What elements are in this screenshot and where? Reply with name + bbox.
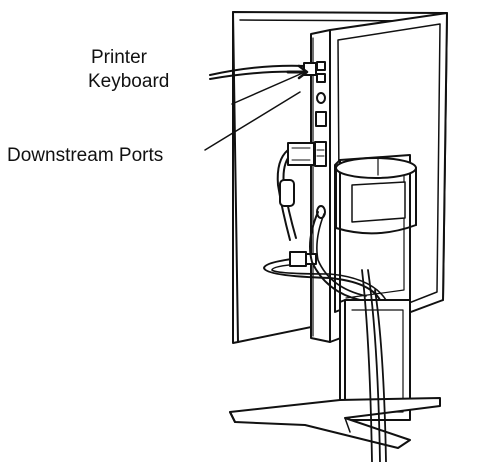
bundled-cables bbox=[361, 269, 387, 462]
usb-port-lower bbox=[316, 73, 326, 83]
cable-cover bbox=[339, 299, 411, 421]
pivot-hinge bbox=[335, 157, 417, 235]
port-dvi bbox=[314, 141, 327, 167]
downstream-ports-label: Downstream Ports bbox=[7, 145, 164, 166]
power-cable bbox=[309, 211, 367, 301]
arrow-icon bbox=[286, 64, 309, 80]
ferrite-core bbox=[279, 179, 295, 207]
keyboard-leader-line bbox=[231, 71, 306, 105]
dvi-cable bbox=[276, 142, 315, 241]
stand-base bbox=[229, 397, 441, 449]
lower-plug bbox=[289, 251, 307, 267]
port-round bbox=[316, 92, 326, 104]
port-square bbox=[315, 111, 327, 127]
dvi-plug bbox=[287, 142, 315, 166]
keyboard-label: Keyboard bbox=[88, 71, 170, 92]
side-port-panel bbox=[310, 29, 331, 343]
leader-lines bbox=[204, 71, 306, 151]
downstream-leader-line bbox=[204, 91, 301, 151]
usb-port-upper bbox=[316, 61, 326, 71]
printer-label: Printer bbox=[91, 47, 147, 68]
